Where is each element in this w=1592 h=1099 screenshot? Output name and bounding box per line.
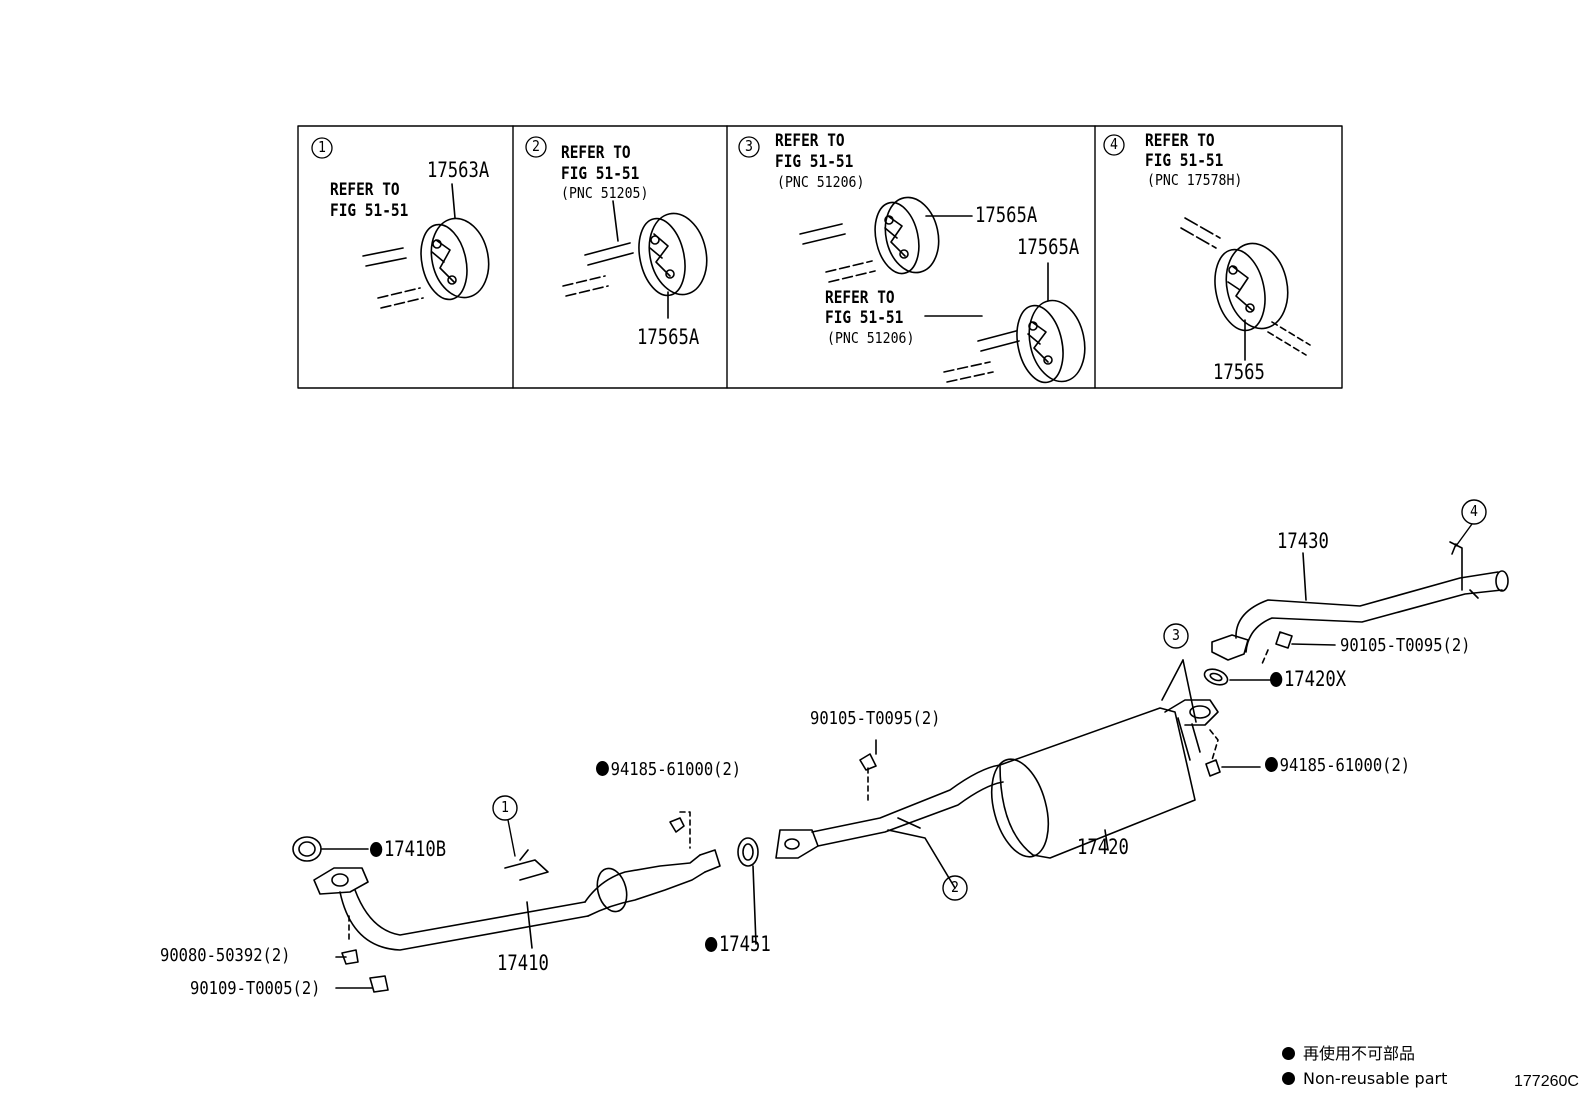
panel-circle-markers xyxy=(311,134,1125,159)
panel2-circle-number: 2 xyxy=(532,137,540,155)
label-90080-50392: 90080-50392(2) xyxy=(160,945,291,966)
panel3-hangers xyxy=(799,196,1086,384)
label-90105-t0095-mid: 90105-T0095(2) xyxy=(810,708,941,729)
panel4-hanger xyxy=(1180,217,1311,361)
tail-pipe-17430-shape xyxy=(1211,541,1509,768)
panel1-refer-line1: REFER TO xyxy=(330,180,400,200)
gasket-17451-shape xyxy=(737,837,759,945)
panel3-part-17565a-upper: 17565A xyxy=(975,203,1038,227)
label-17420x: 17420X xyxy=(1270,669,1346,690)
panel4-refer-line1: REFER TO xyxy=(1145,131,1215,151)
panel4-pnc: (PNC 17578H) xyxy=(1147,171,1243,189)
panel1-part-17563a: 17563A xyxy=(427,158,490,182)
label-94185-61000-left: 94185-61000(2) xyxy=(596,761,741,779)
callout-1: 1 xyxy=(501,798,509,816)
callout-3: 3 xyxy=(1172,626,1180,644)
callout-2: 2 xyxy=(951,878,959,896)
panel2-part-17565a: 17565A xyxy=(637,325,700,349)
non-reusable-dot-icon xyxy=(1270,672,1283,687)
panel2-refer-line2: FIG 51-51 xyxy=(561,164,640,184)
panel2-refer-line1: REFER TO xyxy=(561,143,631,163)
label-90105-t0095-right: 90105-T0095(2) xyxy=(1340,635,1471,656)
label-17430: 17430 xyxy=(1277,529,1329,553)
gasket-17410b-shape xyxy=(292,836,369,862)
non-reusable-dot-icon xyxy=(1282,1047,1295,1060)
main-callout-circles xyxy=(492,499,1487,901)
callout-4: 4 xyxy=(1470,502,1478,520)
panel3-second-refer-line2: FIG 51-51 xyxy=(825,308,904,328)
label-17410b: 17410B xyxy=(370,839,446,860)
muffler-17420-shape xyxy=(775,659,1221,889)
label-94185-61000-right: 94185-61000(2) xyxy=(1265,757,1410,775)
panel1-refer-line2: FIG 51-51 xyxy=(330,201,409,221)
non-reusable-dot-icon xyxy=(1282,1072,1295,1085)
panel1-circle-number: 1 xyxy=(318,138,326,156)
panel1-hanger xyxy=(362,183,490,309)
panel4-part-17565: 17565 xyxy=(1213,360,1265,384)
panel3-refer-line2: FIG 51-51 xyxy=(775,152,854,172)
panel3-refer-line1: REFER TO xyxy=(775,131,845,151)
label-17451: 17451 xyxy=(705,934,771,955)
panel4-circle-number: 4 xyxy=(1110,135,1118,153)
non-reusable-dot-icon xyxy=(705,937,718,952)
panel3-second-pnc: (PNC 51206) xyxy=(827,329,915,347)
panel3-circle-number: 3 xyxy=(745,137,753,155)
non-reusable-dot-icon xyxy=(1265,757,1278,772)
panel4-refer-line2: FIG 51-51 xyxy=(1145,151,1224,171)
panel2-pnc: (PNC 51205) xyxy=(561,184,649,202)
legend-jp: 再使用不可部品 xyxy=(1282,1046,1415,1062)
panel3-second-refer-line1: REFER TO xyxy=(825,288,895,308)
panel3-pnc: (PNC 51206) xyxy=(777,173,865,191)
legend-en: Non-reusable part xyxy=(1282,1071,1447,1087)
label-90109-t0005: 90109-T0005(2) xyxy=(190,978,321,999)
front-pipe-17410-shape xyxy=(313,811,721,993)
detail-panels-frame xyxy=(297,125,1343,389)
non-reusable-dot-icon xyxy=(370,842,383,857)
label-17410: 17410 xyxy=(497,951,549,975)
figure-id: 177260C xyxy=(1514,1073,1579,1090)
gasket-17420x-shape xyxy=(1203,668,1271,686)
label-17420: 17420 xyxy=(1077,835,1129,859)
non-reusable-dot-icon xyxy=(596,761,609,776)
panel3-part-17565a-lower: 17565A xyxy=(1017,235,1080,259)
panel2-hanger xyxy=(562,200,708,319)
